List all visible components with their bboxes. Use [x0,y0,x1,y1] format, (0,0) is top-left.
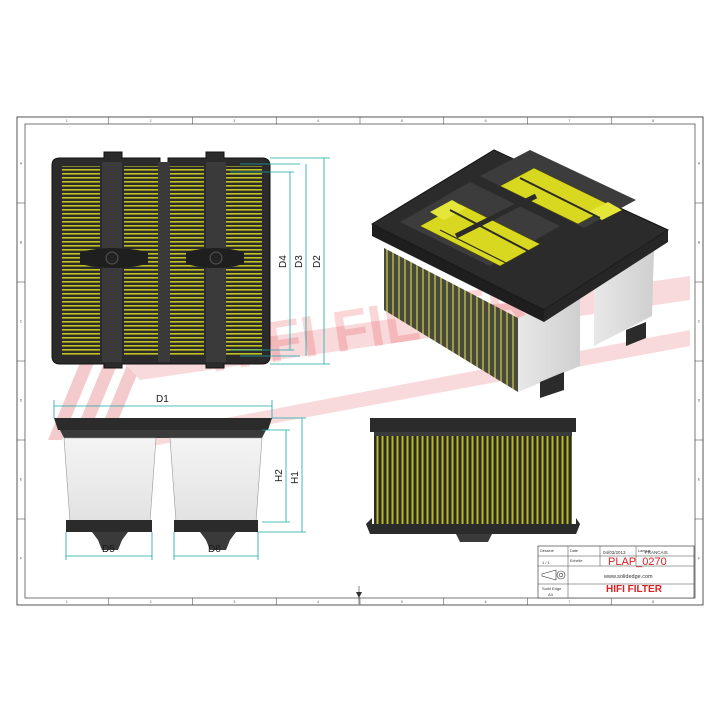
border-number-top: 1 [66,119,68,123]
dimension-label-d2: D2 [312,255,323,268]
border-number-bottom: 5 [401,600,403,604]
dimension-lines-front [53,400,306,560]
border-number-top: 2 [150,119,152,123]
border-letter-left: A [20,162,23,166]
border-number-top: 8 [652,119,654,123]
dimension-label-d3: D3 [294,255,305,268]
dimension-label-d6: D6 [208,544,221,555]
title-block-website: www.solidedge.com [603,574,653,580]
border-letter-left: D [20,399,23,403]
title-block-software: Solid Edge [542,586,562,591]
border-number-bottom: 7 [568,600,570,604]
title-block-label-drawn: Dessiné [540,549,554,553]
dimension-label-d1: D1 [156,394,169,405]
title-block-language: FRANCAIS [645,550,668,555]
filter-side-view [366,418,580,542]
border-number-bottom: 8 [652,600,654,604]
border-number-top: 7 [568,119,570,123]
filter-isometric-view [370,149,670,398]
border-letter-right: C [698,320,701,324]
border-letter-left: F [20,557,22,561]
sheet-center-mark-icon [356,586,362,604]
dimension-lines-top [230,157,330,365]
border-letter-right: B [698,241,701,245]
border-letter-right: E [698,478,701,482]
dimension-label-h2: H2 [274,469,285,482]
title-block-date: 04/03/2013 [603,550,626,555]
filter-top-view [51,151,271,369]
dimension-label-h1: H1 [290,471,301,484]
border-letter-left: E [20,478,23,482]
dimension-label-d5: D5 [102,544,115,555]
title-block-label-date: Date [570,549,578,553]
dimension-label-d4: D4 [278,255,289,268]
title-block-label-scale: Echelle [570,559,582,563]
border-letter-right: A [698,162,701,166]
title-block-brand: HIFI FILTER [606,584,663,595]
border-letter-left: B [20,241,23,245]
border-number-top: 3 [233,119,235,123]
border-letter-right: D [698,399,701,403]
border-letter-left: C [20,320,23,324]
title-block-part-number: PLAP_0270 [608,556,667,568]
border-number-bottom: 4 [317,600,319,604]
border-letter-right: F [698,557,700,561]
title-block: Dessiné Date Echelle Langue 04/03/2013 F… [537,545,695,599]
title-block-sheet: 1 / 1 [542,560,551,565]
border-number-top: 5 [401,119,403,123]
border-number-bottom: 2 [150,600,152,604]
projection-symbol-icon [541,569,566,581]
border-number-bottom: 1 [66,600,68,604]
border-number-top: 4 [317,119,319,123]
title-block-format: A4 [548,592,554,597]
border-number-bottom: 6 [485,600,487,604]
border-number-top: 6 [485,119,487,123]
border-number-bottom: 3 [233,600,235,604]
title-block-label-language: Langue [638,549,651,553]
filter-front-view [54,418,272,550]
